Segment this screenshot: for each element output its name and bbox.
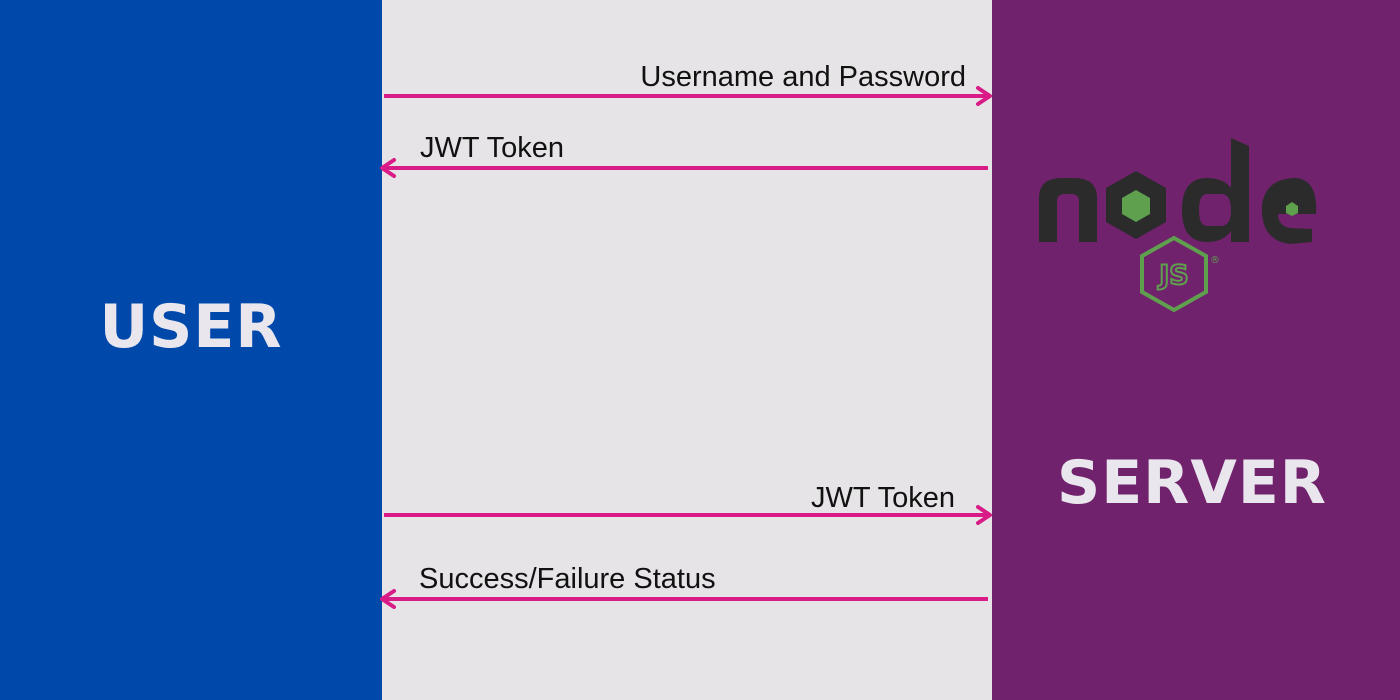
message-arrow-head <box>976 86 992 106</box>
message-arrow-head <box>380 158 396 178</box>
message-label-token-request: JWT Token <box>811 482 955 514</box>
js-badge-label: JS <box>1157 260 1189 291</box>
message-label-credentials: Username and Password <box>640 61 966 93</box>
user-label: USER <box>99 292 283 362</box>
nodejs-logo: JS ® <box>1039 138 1317 313</box>
node-hexagon-center <box>1122 190 1150 222</box>
js-badge-hexagon <box>1140 235 1208 313</box>
node-letter-n <box>1039 178 1097 242</box>
message-arrow-head <box>976 505 992 525</box>
message-label-token-response: JWT Token <box>420 132 564 164</box>
registered-mark: ® <box>1210 255 1220 266</box>
server-label: SERVER <box>1056 448 1328 518</box>
user-panel <box>0 0 382 700</box>
message-label-status: Success/Failure Status <box>419 563 716 595</box>
server-panel <box>992 0 1400 700</box>
message-arrow-head <box>380 589 396 609</box>
node-letter-d <box>1182 138 1249 242</box>
node-letter-e-dot <box>1286 202 1298 216</box>
